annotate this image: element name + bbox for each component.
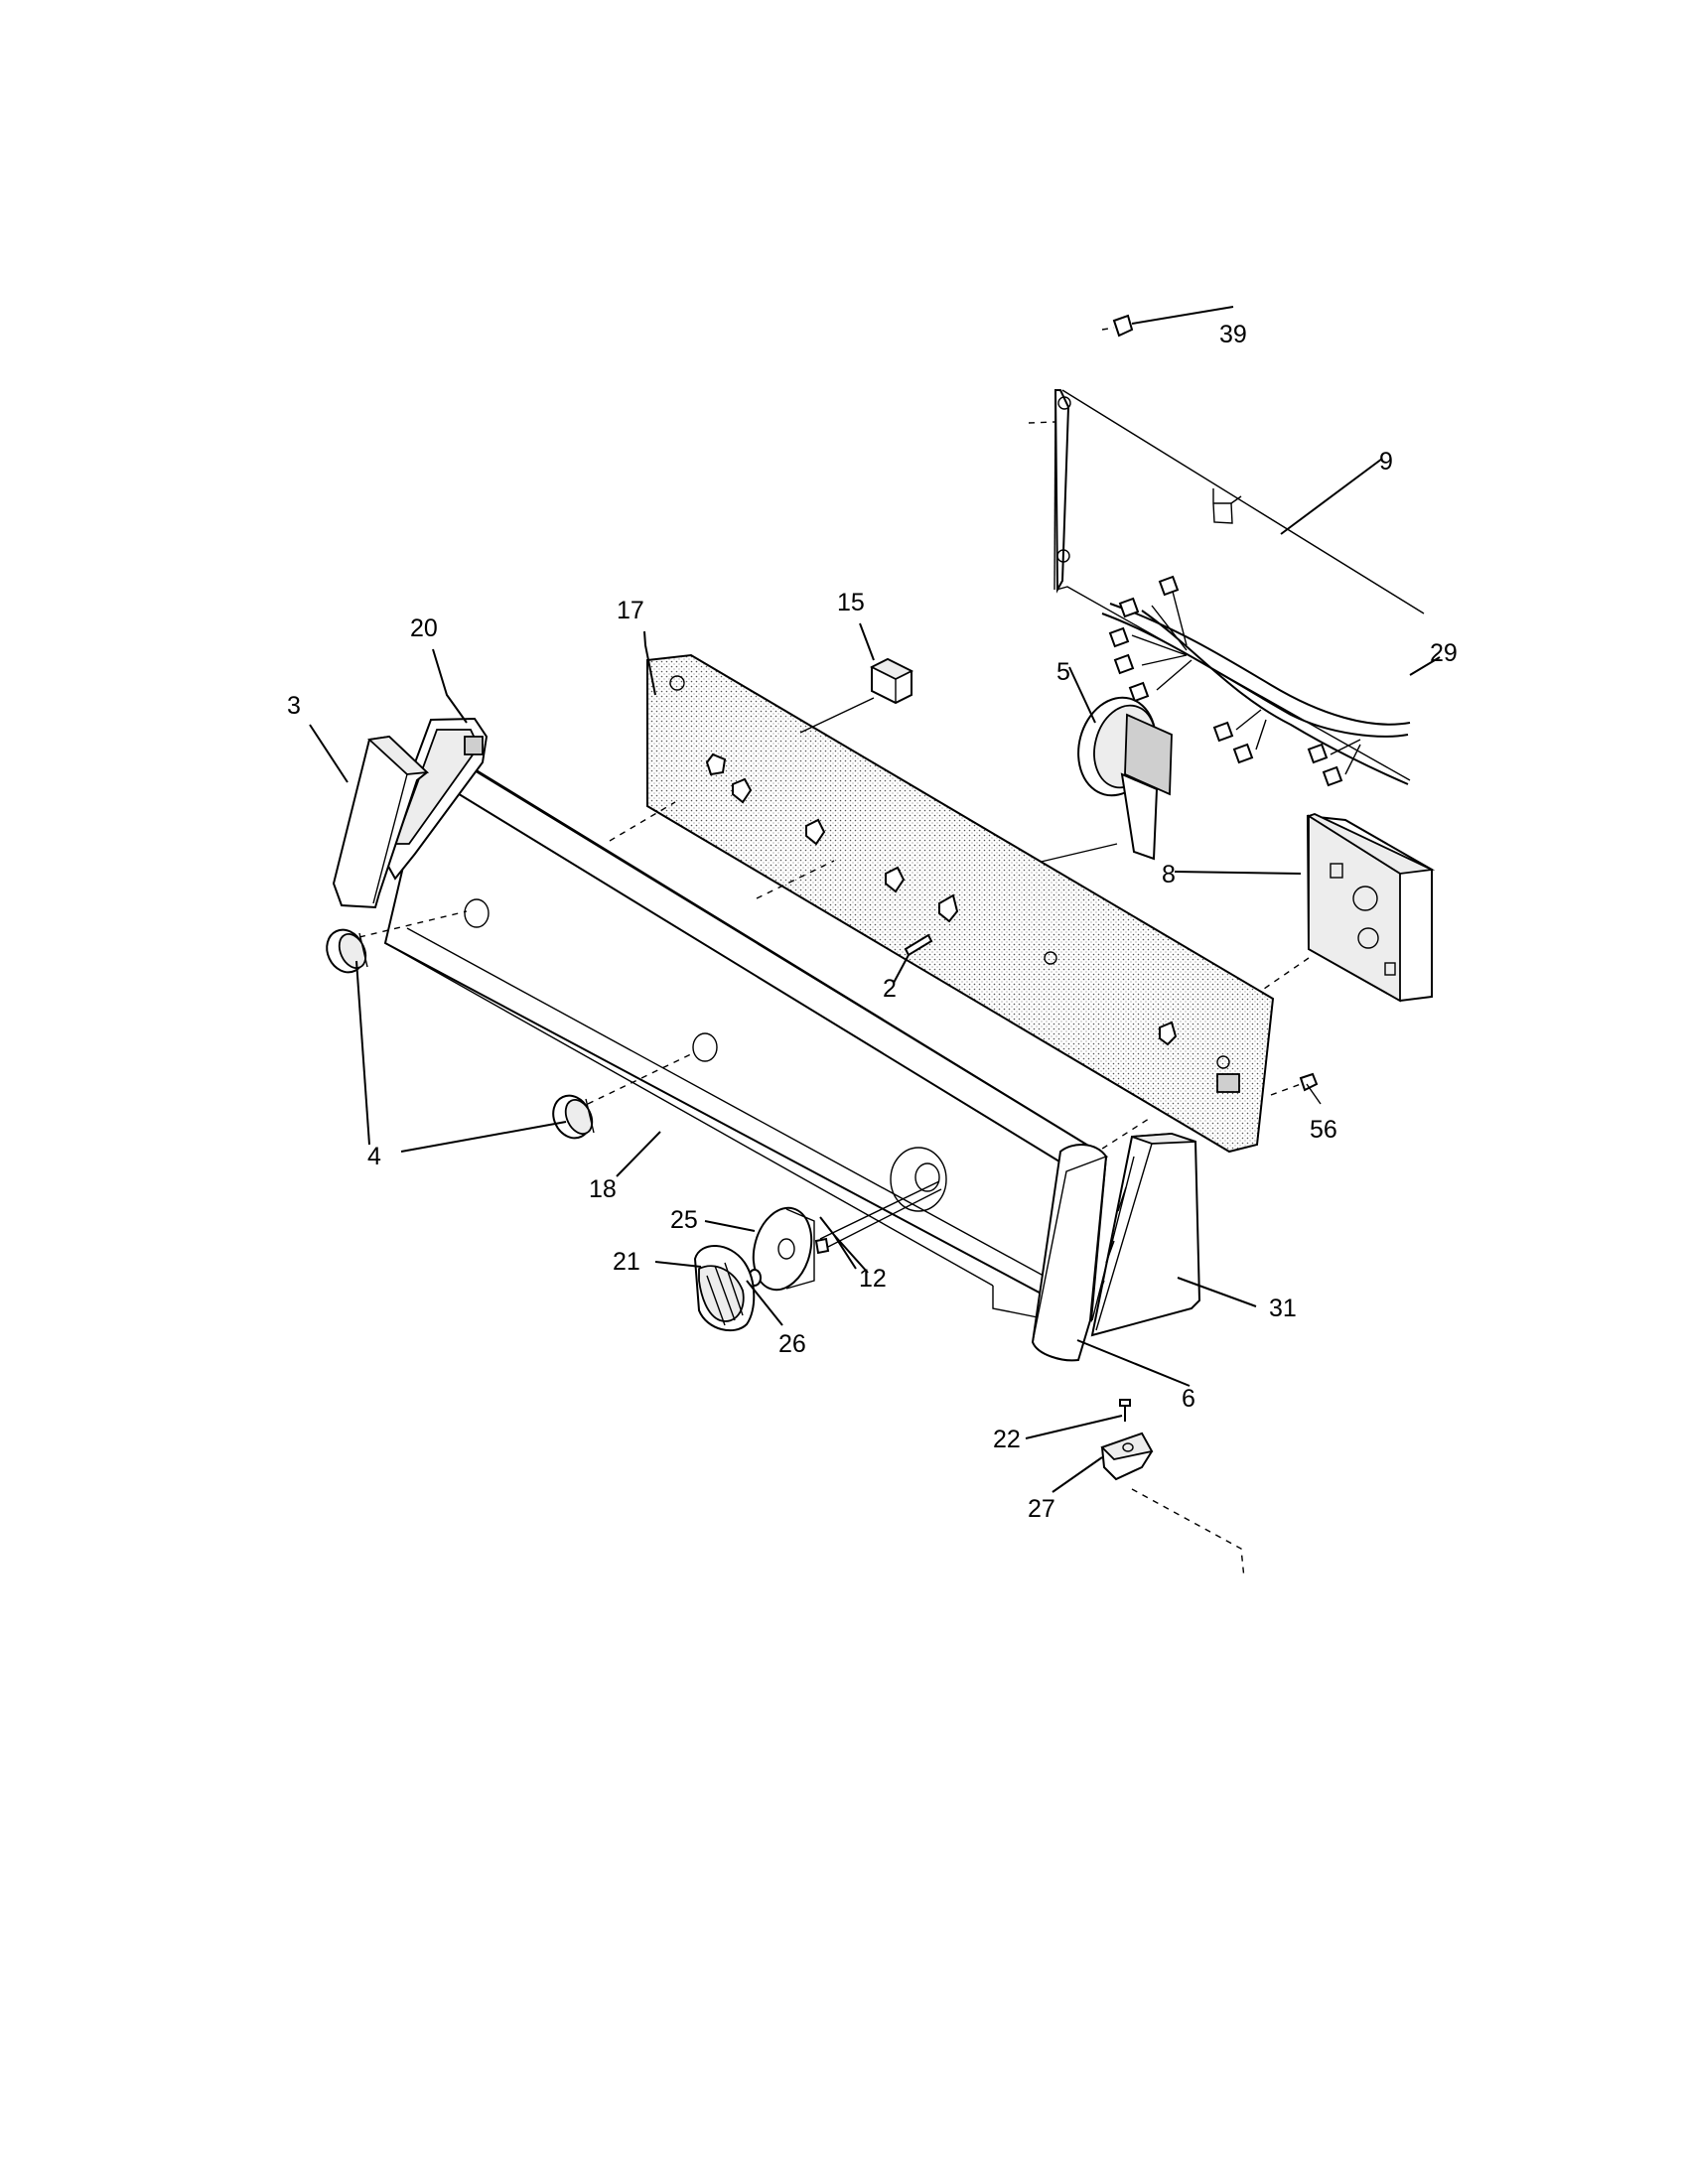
clip-2	[893, 933, 933, 984]
right-end-bracket	[1090, 1132, 1201, 1337]
label-56: 56	[1310, 1116, 1337, 1144]
label-26: 26	[778, 1330, 806, 1358]
dial-disk	[752, 1206, 815, 1292]
timer-switch	[1250, 813, 1436, 1003]
rear-cover-panel	[1053, 389, 1425, 781]
label-29: 29	[1430, 639, 1458, 667]
right-end-cap	[1031, 1144, 1108, 1362]
left-end-cap	[332, 735, 430, 909]
switch-block	[799, 657, 914, 734]
label-3: 3	[287, 692, 301, 720]
leader-lines	[309, 458, 1441, 1493]
shaft-12	[814, 1180, 942, 1274]
label-5: 5	[1056, 658, 1070, 686]
label-25: 25	[670, 1206, 698, 1234]
control-panel-backplate	[609, 653, 1275, 1154]
screw-22	[1119, 1399, 1131, 1422]
knob-4-upper	[326, 910, 468, 974]
label-12: 12	[859, 1265, 887, 1293]
label-6: 6	[1182, 1385, 1195, 1413]
main-knob	[693, 1245, 756, 1332]
label-20: 20	[410, 614, 438, 642]
label-15: 15	[837, 589, 865, 616]
knob-4-lower	[552, 1051, 696, 1140]
label-9: 9	[1379, 448, 1393, 476]
screw-39	[1101, 306, 1234, 338]
label-27: 27	[1028, 1495, 1055, 1523]
label-31: 31	[1269, 1295, 1297, 1322]
label-18: 18	[589, 1175, 617, 1203]
bracket-27	[1100, 1432, 1245, 1579]
label-4: 4	[367, 1143, 381, 1170]
part-labels: 39 9 29 15 17 20 3 5 8 2 56 4 18 25 21 1…	[287, 321, 1458, 1523]
label-2: 2	[883, 975, 897, 1003]
label-22: 22	[993, 1426, 1021, 1453]
label-17: 17	[617, 597, 644, 624]
timer-motor	[1032, 696, 1173, 865]
screw-56	[1270, 1072, 1322, 1105]
label-39: 39	[1219, 321, 1247, 348]
label-21: 21	[613, 1248, 640, 1276]
wire-harness	[1101, 575, 1411, 787]
label-8: 8	[1162, 861, 1176, 888]
